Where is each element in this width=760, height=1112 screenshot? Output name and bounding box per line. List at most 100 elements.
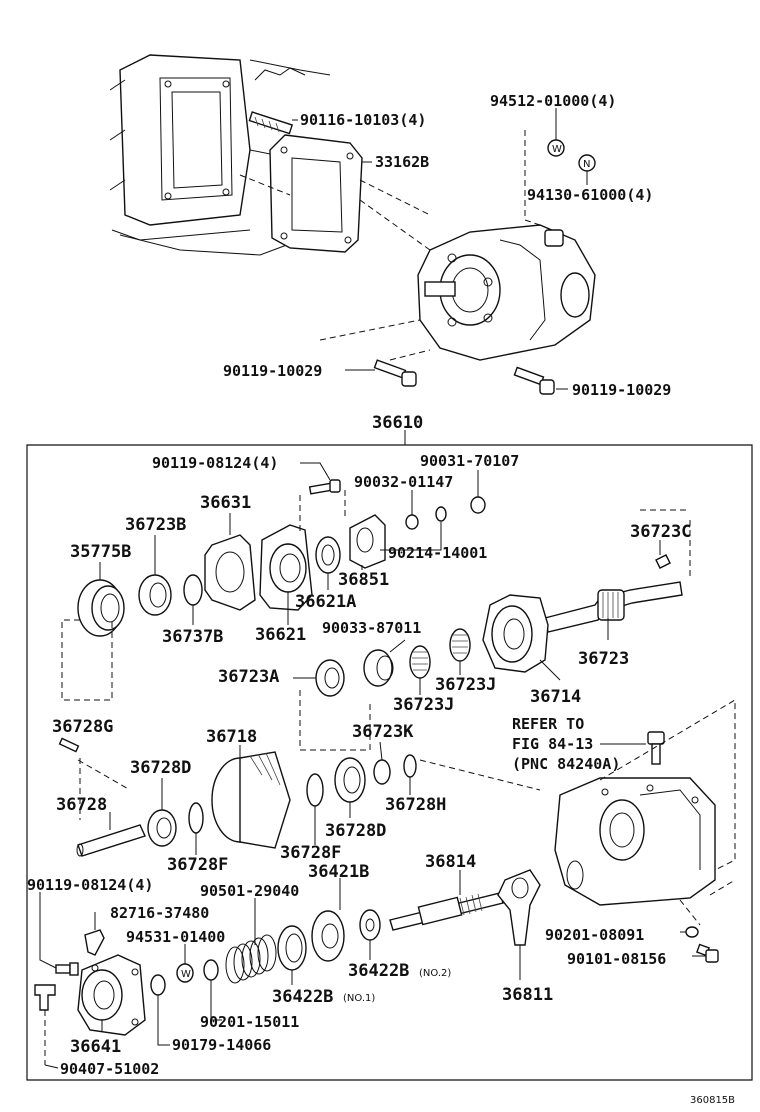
- bolt-90101: [696, 943, 719, 963]
- bushing-90179: [150, 974, 166, 996]
- label-36728f-right: 36728F: [280, 843, 341, 863]
- label-36814: 36814: [425, 852, 476, 872]
- label-35775b: 35775B: [70, 542, 131, 562]
- label-33162b: 33162B: [375, 153, 429, 171]
- gasket-33162b: [269, 134, 363, 253]
- bolt-90119-08124-top: [308, 479, 341, 495]
- label-36422b-no2: 36422B: [348, 961, 409, 981]
- label-90119-08124-top: 90119-08124(4): [152, 454, 278, 472]
- cover-36641: [77, 954, 146, 1036]
- pto-case: [554, 777, 716, 906]
- seal-36621a: [315, 536, 341, 574]
- label-36621: 36621: [255, 625, 306, 645]
- collar-90033: [363, 649, 394, 687]
- label-36714: 36714: [530, 687, 581, 707]
- cover-36851: [349, 514, 386, 569]
- cover-36621: [259, 524, 313, 611]
- washer-90032: [405, 514, 419, 530]
- label-90501-29040: 90501-29040: [200, 882, 299, 900]
- gear-36718: [211, 751, 291, 849]
- label-36811: 36811: [502, 985, 553, 1005]
- label-36422b-no2-note: (NO.2): [419, 968, 451, 979]
- bearing-36728d-left: [147, 809, 177, 847]
- bolt-90119-left: [373, 359, 417, 387]
- label-90201-08091: 90201-08091: [545, 926, 644, 944]
- label-36621a: 36621A: [295, 592, 356, 612]
- nut-mark-n: N: [583, 159, 590, 170]
- fork-36811: [497, 869, 541, 946]
- label-82716-37480: 82716-37480: [110, 904, 209, 922]
- label-90407-51002: 90407-51002: [60, 1060, 159, 1078]
- label-36631: 36631: [200, 493, 251, 513]
- clamp-82716: [84, 929, 105, 956]
- label-36728h: 36728H: [385, 795, 446, 815]
- label-90201-15011: 90201-15011: [200, 1013, 299, 1031]
- label-94512-01000: 94512-01000(4): [490, 92, 616, 110]
- stud-bolt-90116: [248, 111, 294, 135]
- label-90033-87011: 90033-87011: [322, 619, 421, 637]
- label-90119-10029-right: 90119-10029: [572, 381, 671, 399]
- label-refer-fig: FIG 84-13: [512, 735, 593, 753]
- label-36723: 36723: [578, 649, 629, 669]
- pin-36728g: [58, 737, 80, 753]
- key-36723c: [655, 554, 671, 569]
- washer-90201-08091: [685, 926, 699, 938]
- needle-bearing-36723j-2: [449, 628, 471, 662]
- bearing-36723b: [138, 574, 172, 616]
- label-36728g: 36728G: [52, 717, 113, 737]
- gear-36714: [482, 594, 549, 673]
- label-36723k: 36723K: [352, 722, 414, 742]
- ring-36422b-no2: [359, 909, 381, 941]
- label-36723j-lower: 36723J: [393, 695, 454, 715]
- label-36723c: 36723C: [630, 522, 691, 542]
- label-90101-08156: 90101-08156: [567, 950, 666, 968]
- shaft-36814: [389, 892, 504, 931]
- label-90031-70107: 90031-70107: [420, 452, 519, 470]
- bolt-90119-right: [513, 366, 555, 395]
- spring-90501: [225, 934, 277, 984]
- shim-36737b: [183, 574, 203, 606]
- label-36728d-left: 36728D: [130, 758, 191, 778]
- label-36723j-upper: 36723J: [435, 675, 496, 695]
- label-94531-01400: 94531-01400: [126, 928, 225, 946]
- label-90119-08124-bottom: 90119-08124(4): [27, 876, 153, 894]
- label-90119-10029-left: 90119-10029: [223, 362, 322, 380]
- label-90179-14066: 90179-14066: [172, 1036, 271, 1054]
- shaft-36723: [544, 581, 683, 633]
- nut-90031: [470, 496, 486, 514]
- label-36610: 36610: [372, 413, 423, 433]
- transmission-case: [109, 54, 331, 256]
- label-refer-pnc: (PNC 84240A): [512, 755, 620, 773]
- label-36728: 36728: [56, 795, 107, 815]
- snap-ring-36728f-right: [306, 773, 324, 807]
- label-36422b-no1: 36422B: [272, 987, 333, 1007]
- bearing-36723a: [315, 659, 345, 697]
- piston-36421b: [311, 910, 345, 962]
- label-36723a: 36723A: [218, 667, 279, 687]
- label-36422b-no1-note: (NO.1): [343, 993, 375, 1004]
- label-refer-to: REFER TO: [512, 715, 584, 733]
- label-36728f-left: 36728F: [167, 855, 228, 875]
- bearing-36723k: [373, 759, 391, 785]
- refer-bolt: [647, 731, 665, 765]
- label-36851: 36851: [338, 570, 389, 590]
- figure-id: 360815B: [690, 1095, 735, 1106]
- label-36718: 36718: [206, 727, 257, 747]
- ring-36422b-no1: [277, 925, 307, 971]
- washer-mark-w-bottom: W: [181, 969, 191, 980]
- power-take-off-pump: [417, 224, 596, 361]
- washer-mark-w: W: [552, 144, 562, 155]
- snap-ring-36728f-left: [188, 802, 204, 834]
- label-36728d-right: 36728D: [325, 821, 386, 841]
- needle-bearing-36723j-1: [409, 645, 431, 679]
- breather-90407: [34, 984, 56, 1011]
- washer-36728h: [403, 754, 417, 778]
- assembly-frame-36610: [26, 444, 753, 1081]
- bearing-35775b: [77, 579, 125, 637]
- washer-90201-15011: [203, 959, 219, 981]
- bearing-36728d-right: [334, 757, 366, 803]
- shaft-36728: [76, 824, 146, 857]
- label-36723b: 36723B: [125, 515, 186, 535]
- label-90032-01147: 90032-01147: [354, 473, 453, 491]
